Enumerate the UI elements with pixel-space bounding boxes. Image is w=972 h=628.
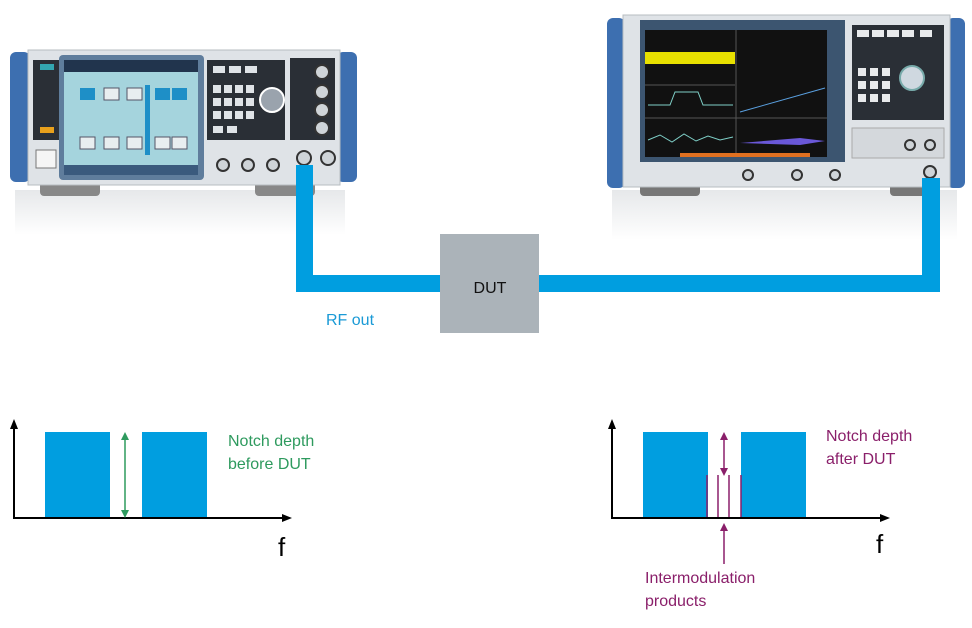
frequency-axis-label: f: [278, 532, 286, 562]
notch-label-line1: Notch depth: [228, 433, 314, 450]
imd-label-line2: products: [645, 593, 706, 610]
frequency-axis-label: f: [876, 529, 884, 559]
signal-block-right: [741, 432, 806, 518]
notch-label-line2: after DUT: [826, 451, 896, 468]
rf-cable: [296, 165, 940, 292]
spectrum-analyzer: [607, 14, 965, 240]
signal-block-right: [142, 432, 207, 518]
notch-label-line2: before DUT: [228, 456, 311, 473]
spectrum-before-dut: Notch depth before DUT f: [10, 419, 314, 562]
imd-label-line1: Intermodulation: [645, 570, 755, 587]
spectrum-after-dut: Notch depth after DUT Intermodulation pr…: [608, 419, 912, 610]
notch-label-line1: Notch depth: [826, 428, 912, 445]
signal-block-left: [45, 432, 110, 518]
intermodulation-lines: [706, 475, 742, 518]
signal-block-left: [643, 432, 708, 518]
dut-label: DUT: [474, 280, 507, 297]
signal-generator: [10, 49, 357, 235]
dut-box: [440, 234, 539, 333]
rf-out-label: RF out: [326, 312, 375, 329]
